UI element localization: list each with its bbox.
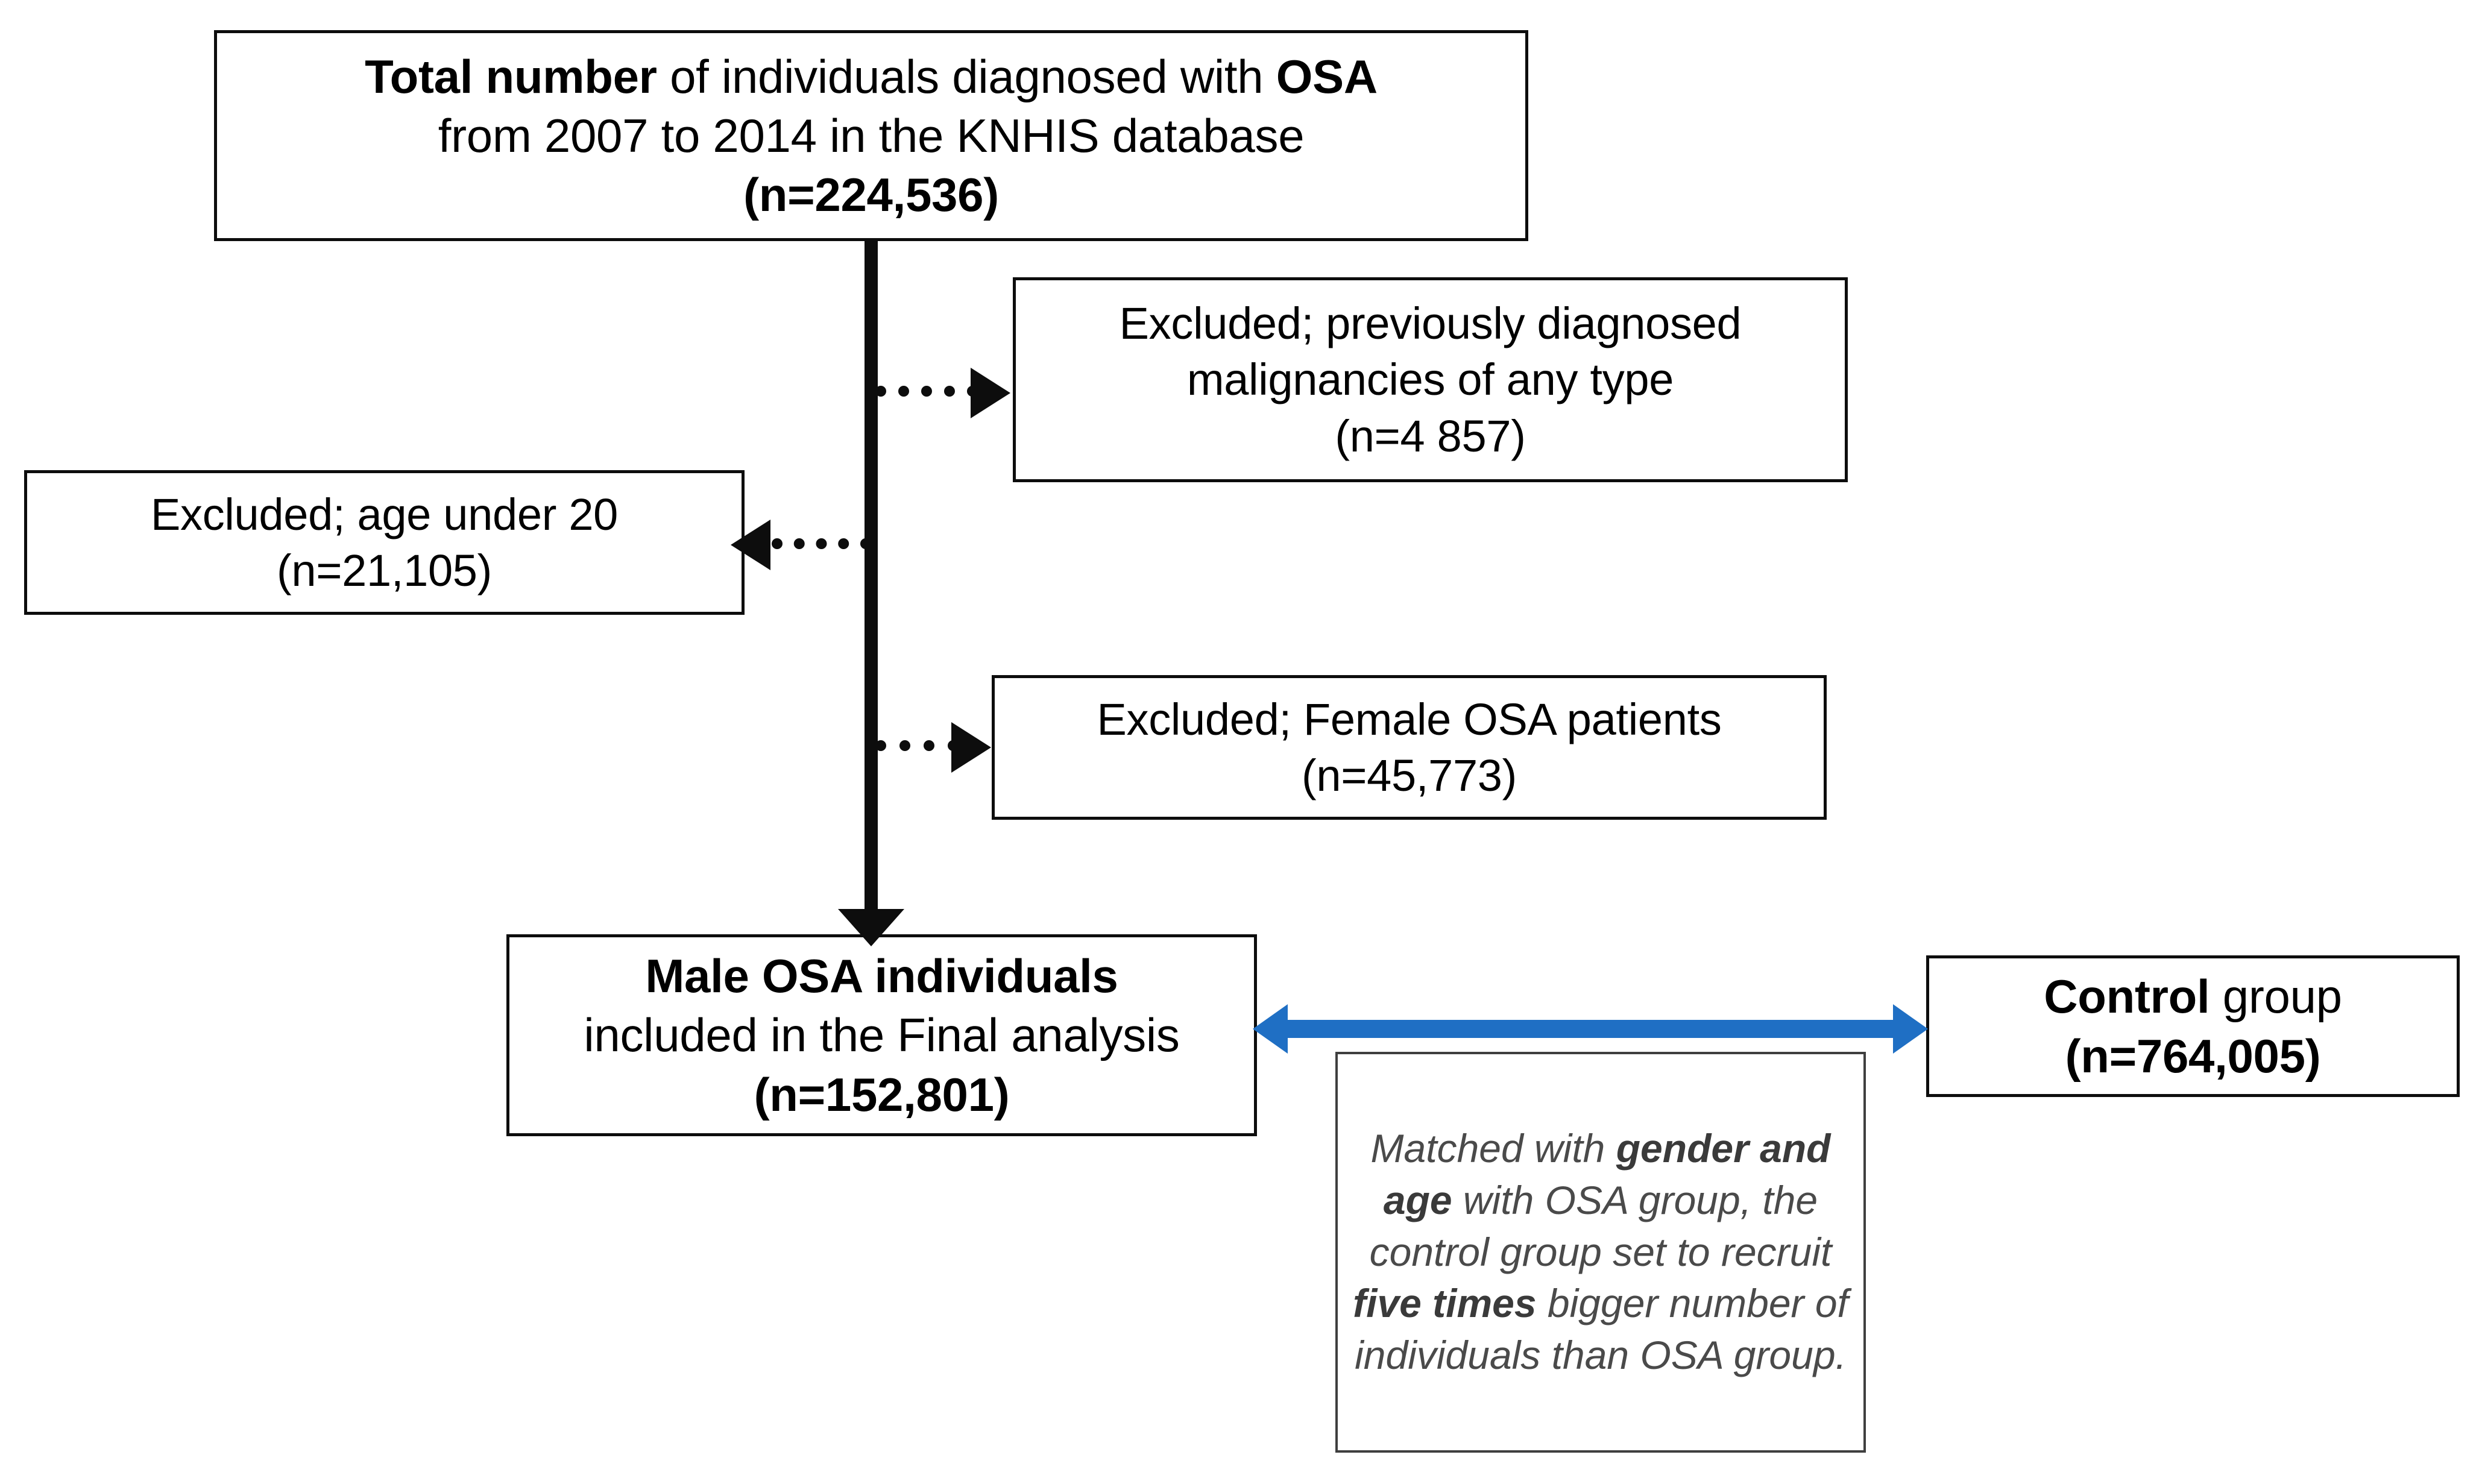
- box-total-line1-bold-osa: OSA: [1276, 49, 1378, 103]
- arrow-head-right-female-icon: [951, 722, 991, 773]
- box-total-line1-bold-total: Total number: [365, 49, 657, 103]
- dotted-connector-to-age: [772, 538, 871, 549]
- note-seg5: bigger number of individuals than OSA gr…: [1355, 1281, 1848, 1378]
- osa-control-link-bar: [1284, 1020, 1899, 1038]
- dotted-connector-to-malignancies: [875, 386, 978, 397]
- box-male-osa-line1: Male OSA individuals: [645, 949, 1118, 1003]
- box-excluded-malignancies-line2: malignancies of any type: [1186, 354, 1674, 405]
- box-male-osa-final-analysis: Male OSA individuals included in the Fin…: [506, 934, 1257, 1136]
- arrow-head-left-age-icon: [731, 520, 770, 570]
- note-seg-gender-age: gender and age: [1383, 1126, 1831, 1222]
- osa-control-arrow-head-left-icon: [1253, 1004, 1288, 1054]
- note-matching-description: Matched with gender and age with OSA gro…: [1335, 1052, 1866, 1453]
- box-excluded-malignancies-line1: Excluded; previously diagnosed: [1119, 298, 1742, 349]
- box-excluded-age-under-20: Excluded; age under 20 (n=21,105): [24, 470, 745, 615]
- dotted-connector-to-female: [875, 740, 959, 751]
- box-control-group: Control group (n=764,005): [1926, 955, 2460, 1097]
- note-seg3: with OSA group, the control group set to…: [1369, 1177, 1832, 1274]
- box-excluded-age-line1: Excluded; age under 20: [150, 489, 619, 539]
- main-flow-arrow-stem: [865, 241, 878, 916]
- box-total-osa-diagnosed: Total number of individuals diagnosed wi…: [214, 30, 1528, 241]
- arrow-head-right-malignancies-icon: [971, 368, 1010, 418]
- box-control-line1-bold: Control: [2044, 970, 2210, 1023]
- box-excluded-malignancies: Excluded; previously diagnosed malignanc…: [1013, 277, 1848, 482]
- box-control-line1-rest: group: [2210, 970, 2342, 1023]
- note-seg1: Matched with: [1370, 1126, 1616, 1171]
- box-control-line1: Control group: [1929, 967, 2457, 1026]
- osa-control-arrow-head-right-icon: [1893, 1004, 1928, 1054]
- box-excluded-female-line1: Excluded; Female OSA patients: [1097, 694, 1722, 744]
- box-male-osa-count: (n=152,801): [754, 1067, 1010, 1121]
- box-male-osa-line2: included in the Final analysis: [584, 1008, 1180, 1062]
- box-control-count: (n=764,005): [2065, 1029, 2321, 1083]
- note-text: Matched with gender and age with OSA gro…: [1351, 1123, 1850, 1382]
- main-flow-arrow-head-icon: [838, 909, 904, 946]
- box-excluded-malignancies-count: (n=4 857): [1335, 410, 1526, 461]
- box-total-count: (n=224,536): [743, 168, 999, 222]
- box-excluded-female-count: (n=45,773): [1302, 750, 1517, 800]
- box-total-line1-mid: of individuals diagnosed with: [657, 49, 1276, 103]
- box-excluded-age-count: (n=21,105): [277, 545, 492, 596]
- box-excluded-female-patients: Excluded; Female OSA patients (n=45,773): [992, 675, 1827, 820]
- box-total-line2: from 2007 to 2014 in the KNHIS database: [438, 108, 1305, 162]
- note-seg-five-times: five times: [1353, 1281, 1537, 1326]
- box-total-line1: Total number of individuals diagnosed wi…: [217, 47, 1525, 106]
